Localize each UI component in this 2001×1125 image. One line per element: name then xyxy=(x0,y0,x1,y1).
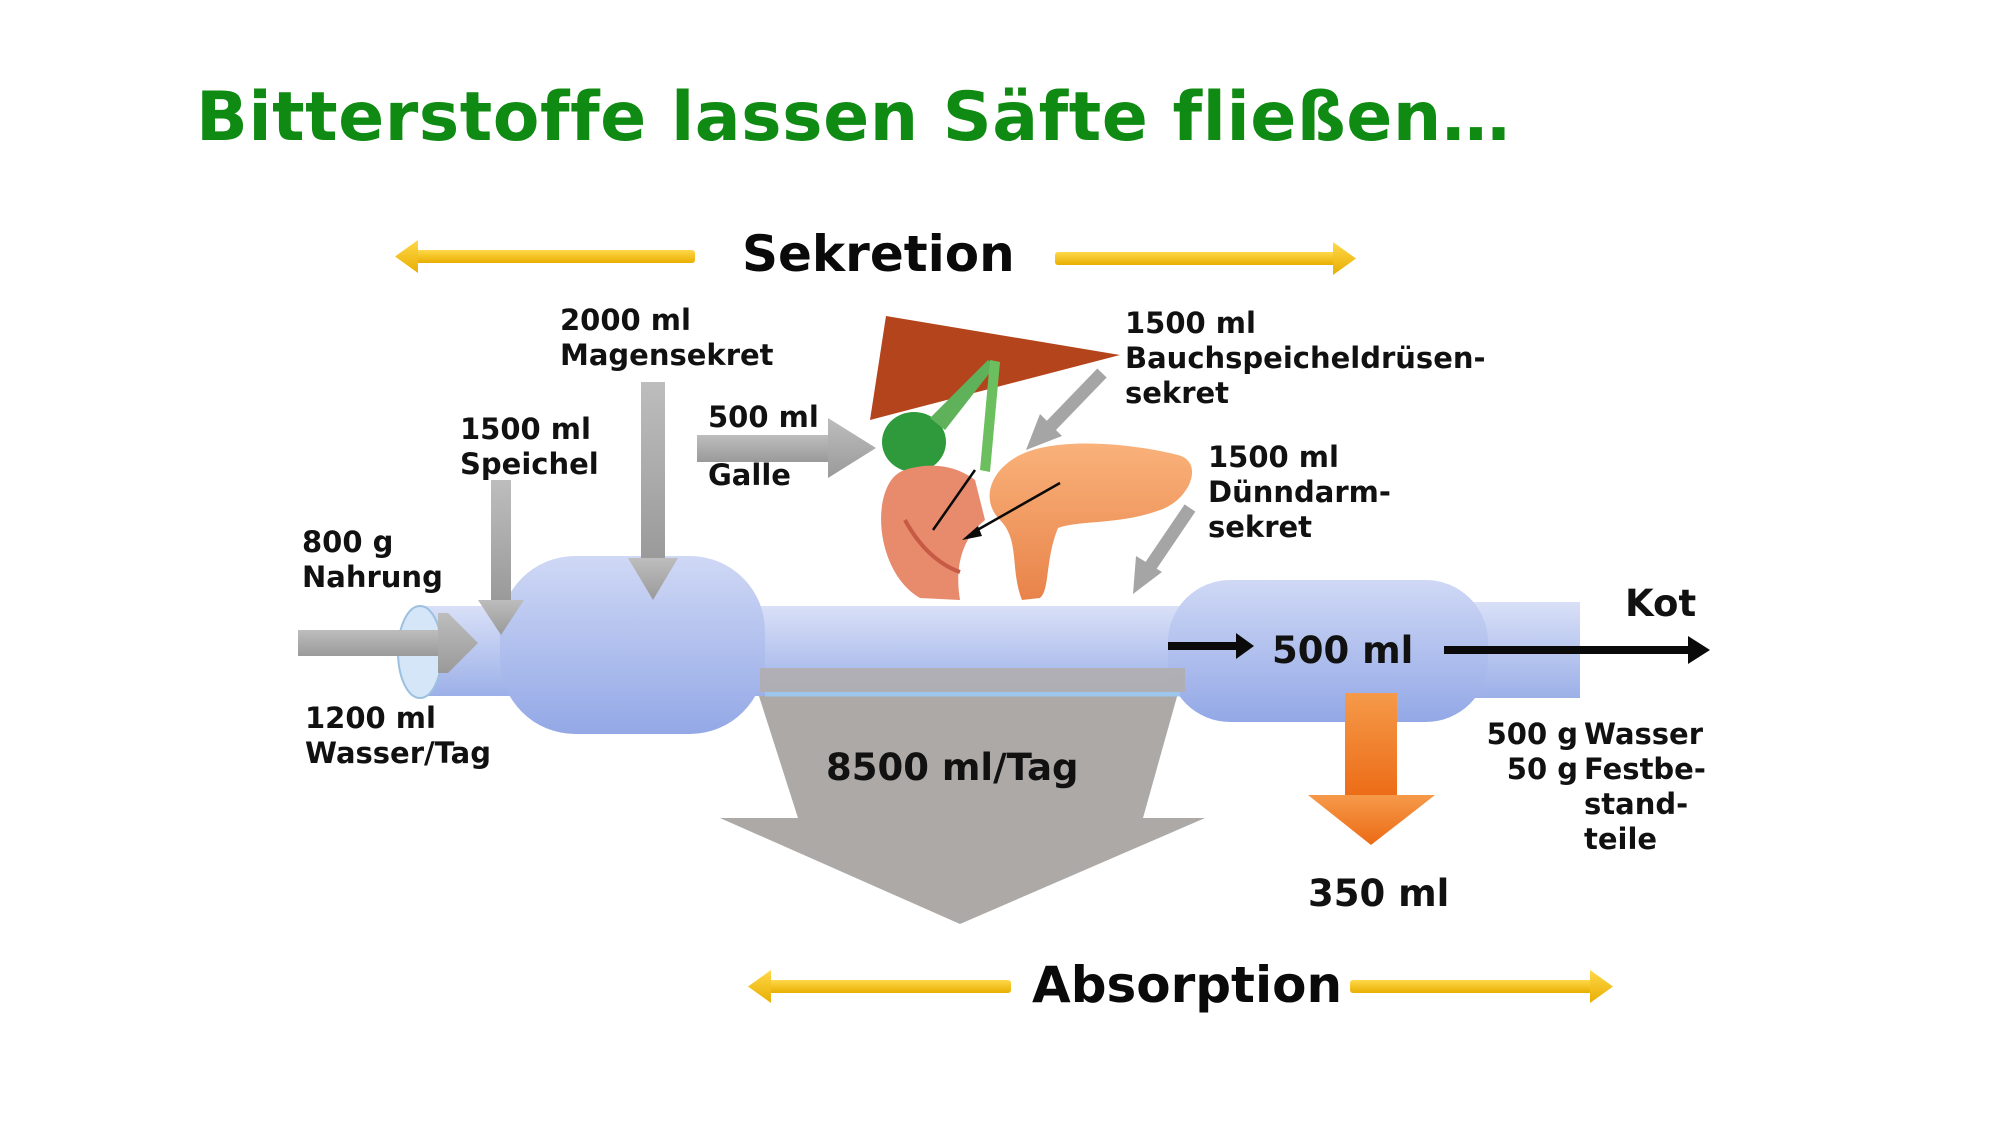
page-title: Bitterstoffe lassen Säfte fließen… xyxy=(196,78,1511,157)
sekretion-arrow-right xyxy=(1055,242,1356,275)
magensekret-arrow xyxy=(628,382,678,600)
galle-name: Galle xyxy=(708,458,791,492)
nahrung-amount: 800 g xyxy=(302,525,394,559)
duenndarm-arrow xyxy=(1133,504,1196,594)
kot-arrow xyxy=(1444,636,1710,664)
speichel-name: Speichel xyxy=(460,447,599,481)
duodenum-shape xyxy=(881,465,985,600)
gallbladder-shape xyxy=(882,412,946,472)
duenndarm-name-line2: sekret xyxy=(1208,510,1313,544)
kot-fest-name-line1: Festbe- xyxy=(1584,752,1706,786)
kot-fest-name-line3: teile xyxy=(1584,822,1658,856)
speichel-amount: 1500 ml xyxy=(460,412,591,446)
pankreas-name-line1: Bauchspeicheldrüsen- xyxy=(1125,341,1486,375)
kot-label: Kot xyxy=(1625,582,1697,625)
wasser-name: Wasser/Tag xyxy=(305,736,491,770)
colon-absorption-arrow xyxy=(1308,693,1435,845)
galle-amount: 500 ml xyxy=(708,400,819,434)
absorption-label: Absorption xyxy=(1032,956,1343,1014)
nahrung-name: Nahrung xyxy=(302,560,443,594)
digestive-tube xyxy=(397,556,1580,734)
pankreas-amount: 1500 ml xyxy=(1125,306,1256,340)
wasser-amount: 1200 ml xyxy=(305,701,436,735)
colon-entry-arrow xyxy=(1168,633,1254,659)
nahrung-arrow xyxy=(298,613,478,673)
pankreas-name-line2: sekret xyxy=(1125,376,1230,410)
kot-fest-name-line2: stand- xyxy=(1584,787,1689,821)
colon-content: 500 ml xyxy=(1272,629,1414,672)
magensekret-amount: 2000 ml xyxy=(560,303,691,337)
colon-absorption-amount: 350 ml xyxy=(1308,872,1450,915)
sekretion-label: Sekretion xyxy=(742,225,1015,283)
absorption-arrow-right xyxy=(1350,970,1613,1003)
colon-bulb xyxy=(1168,580,1488,722)
pankreas-arrow xyxy=(1026,368,1107,450)
kot-wasser-name: Wasser xyxy=(1584,717,1704,751)
speichel-arrow xyxy=(478,480,524,635)
sekretion-arrow-left xyxy=(395,240,695,273)
stomach-bulb xyxy=(500,556,765,734)
absorption-arrow-left xyxy=(748,970,1011,1003)
kot-wasser-amount: 500 g xyxy=(1486,717,1578,751)
duenndarm-amount: 1500 ml xyxy=(1208,440,1339,474)
absorption-funnel xyxy=(720,668,1205,924)
absorption-total: 8500 ml/Tag xyxy=(826,746,1079,789)
duenndarm-name-line1: Dünndarm- xyxy=(1208,475,1391,509)
galle-arrow xyxy=(697,418,876,478)
organ-illustration xyxy=(870,316,1193,600)
kot-fest-amount: 50 g xyxy=(1506,752,1578,786)
pancreas-shape xyxy=(989,443,1193,600)
magensekret-name: Magensekret xyxy=(560,338,774,372)
